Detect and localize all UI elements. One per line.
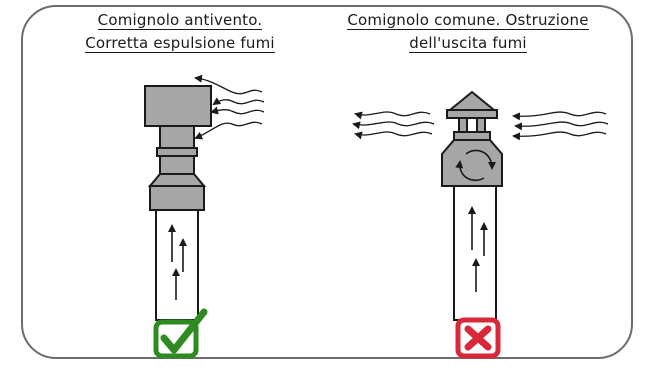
wind-line: [194, 74, 263, 95]
panel-frame: [21, 5, 633, 359]
chimney-body: [149, 185, 205, 211]
caption-windproof-line2: Corretta espulsione fumi: [85, 34, 275, 53]
wind-line: [194, 121, 263, 140]
roof-eave: [446, 109, 498, 119]
chimney-shoulder: [147, 173, 207, 187]
caption-common-line1: Comignolo comune. Ostruzione: [347, 11, 589, 30]
wind-lines-right-left-side: [352, 111, 435, 140]
caption-windproof-line1: Comignolo antivento.: [97, 11, 263, 30]
wind-lines-left: [194, 74, 265, 140]
correct-check-icon: [153, 308, 208, 359]
collar-ring: [156, 147, 198, 157]
caption-common-line2: dell'uscita fumi: [409, 34, 527, 53]
flue-pipe: [155, 209, 199, 321]
windproof-chimney: [144, 85, 212, 321]
collar-ring: [159, 155, 195, 175]
smoke-swirl-arrows: [455, 149, 496, 182]
smoke-flow-arrows: [468, 206, 488, 292]
wind-line: [212, 97, 265, 106]
windproof-cap: [144, 85, 212, 127]
roof-pillar: [476, 117, 486, 133]
chimney-slab: [453, 131, 491, 141]
roof-pillar: [458, 117, 468, 133]
cap-neck: [159, 125, 195, 149]
chimney-head: [441, 139, 503, 187]
flue-pipe: [453, 185, 497, 321]
caption-common: Comignolo comune. Ostruzione dell'uscita…: [318, 10, 618, 56]
wind-line: [210, 106, 265, 115]
common-chimney: [441, 90, 503, 321]
chimney-roof: [447, 90, 497, 111]
wind-lines-right-right-side: [512, 111, 609, 141]
caption-windproof: Comignolo antivento. Corretta espulsione…: [60, 10, 300, 56]
incorrect-cross-icon: [455, 317, 501, 359]
smoke-flow-arrows: [168, 224, 187, 300]
